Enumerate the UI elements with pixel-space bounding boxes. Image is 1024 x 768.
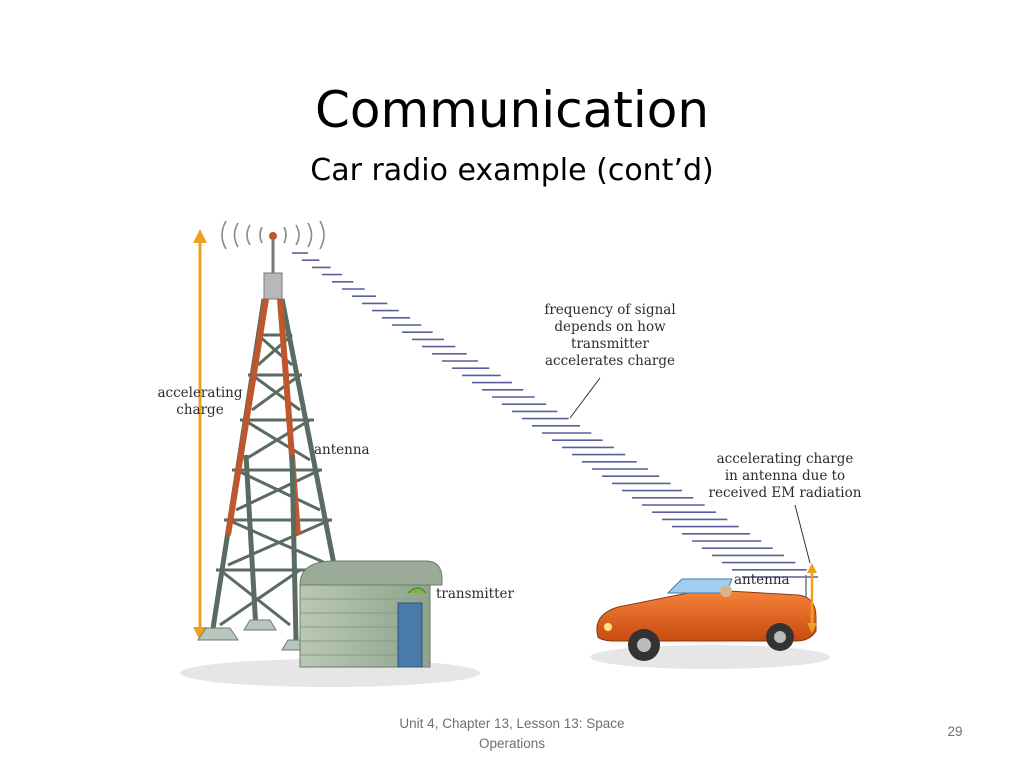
received-leader-line [794, 504, 811, 564]
label-line: charge [176, 402, 224, 418]
label-line: in antenna due to [724, 468, 846, 484]
accelerating-charge-label: accelerating charge [150, 385, 250, 419]
slide-footer: Unit 4, Chapter 13, Lesson 13: Space Ope… [370, 714, 654, 754]
label-line: received EM radiation [708, 485, 862, 501]
em-wave-lines [292, 252, 818, 578]
label-line: transmitter [571, 336, 649, 352]
label-line: frequency of signal [544, 302, 676, 318]
accelerating-charge-arrow [193, 229, 207, 641]
transmitter-building [299, 560, 443, 668]
car-antenna-label: antenna [734, 572, 790, 588]
label-line: accelerating charge [716, 451, 854, 467]
frequency-label: frequency of signal depends on how trans… [530, 302, 690, 370]
frequency-leader-line [569, 377, 601, 419]
illustration-svg [180, 220, 830, 687]
radiating-arcs-icon [221, 220, 325, 250]
transmitter-label: transmitter [436, 586, 514, 602]
label-line: accelerates charge [545, 353, 675, 369]
car-shadow [590, 645, 830, 669]
antenna-tower [197, 232, 343, 651]
tower-antenna-label: antenna [314, 442, 370, 458]
slide-subtitle: Car radio example (cont’d) [310, 153, 714, 188]
convertible-car [596, 578, 817, 661]
label-line: depends on how [554, 319, 666, 335]
received-radiation-label: accelerating charge in antenna due to re… [700, 451, 870, 502]
slide-title: Communication [314, 81, 710, 139]
radio-transmission-illustration: accelerating charge antenna transmitter … [0, 205, 1024, 695]
car-antenna-arrow [805, 563, 817, 633]
footer-line: Operations [478, 736, 546, 751]
label-line: accelerating [157, 385, 243, 401]
page-number: 29 [947, 724, 963, 739]
footer-line: Unit 4, Chapter 13, Lesson 13: Space [399, 716, 625, 731]
